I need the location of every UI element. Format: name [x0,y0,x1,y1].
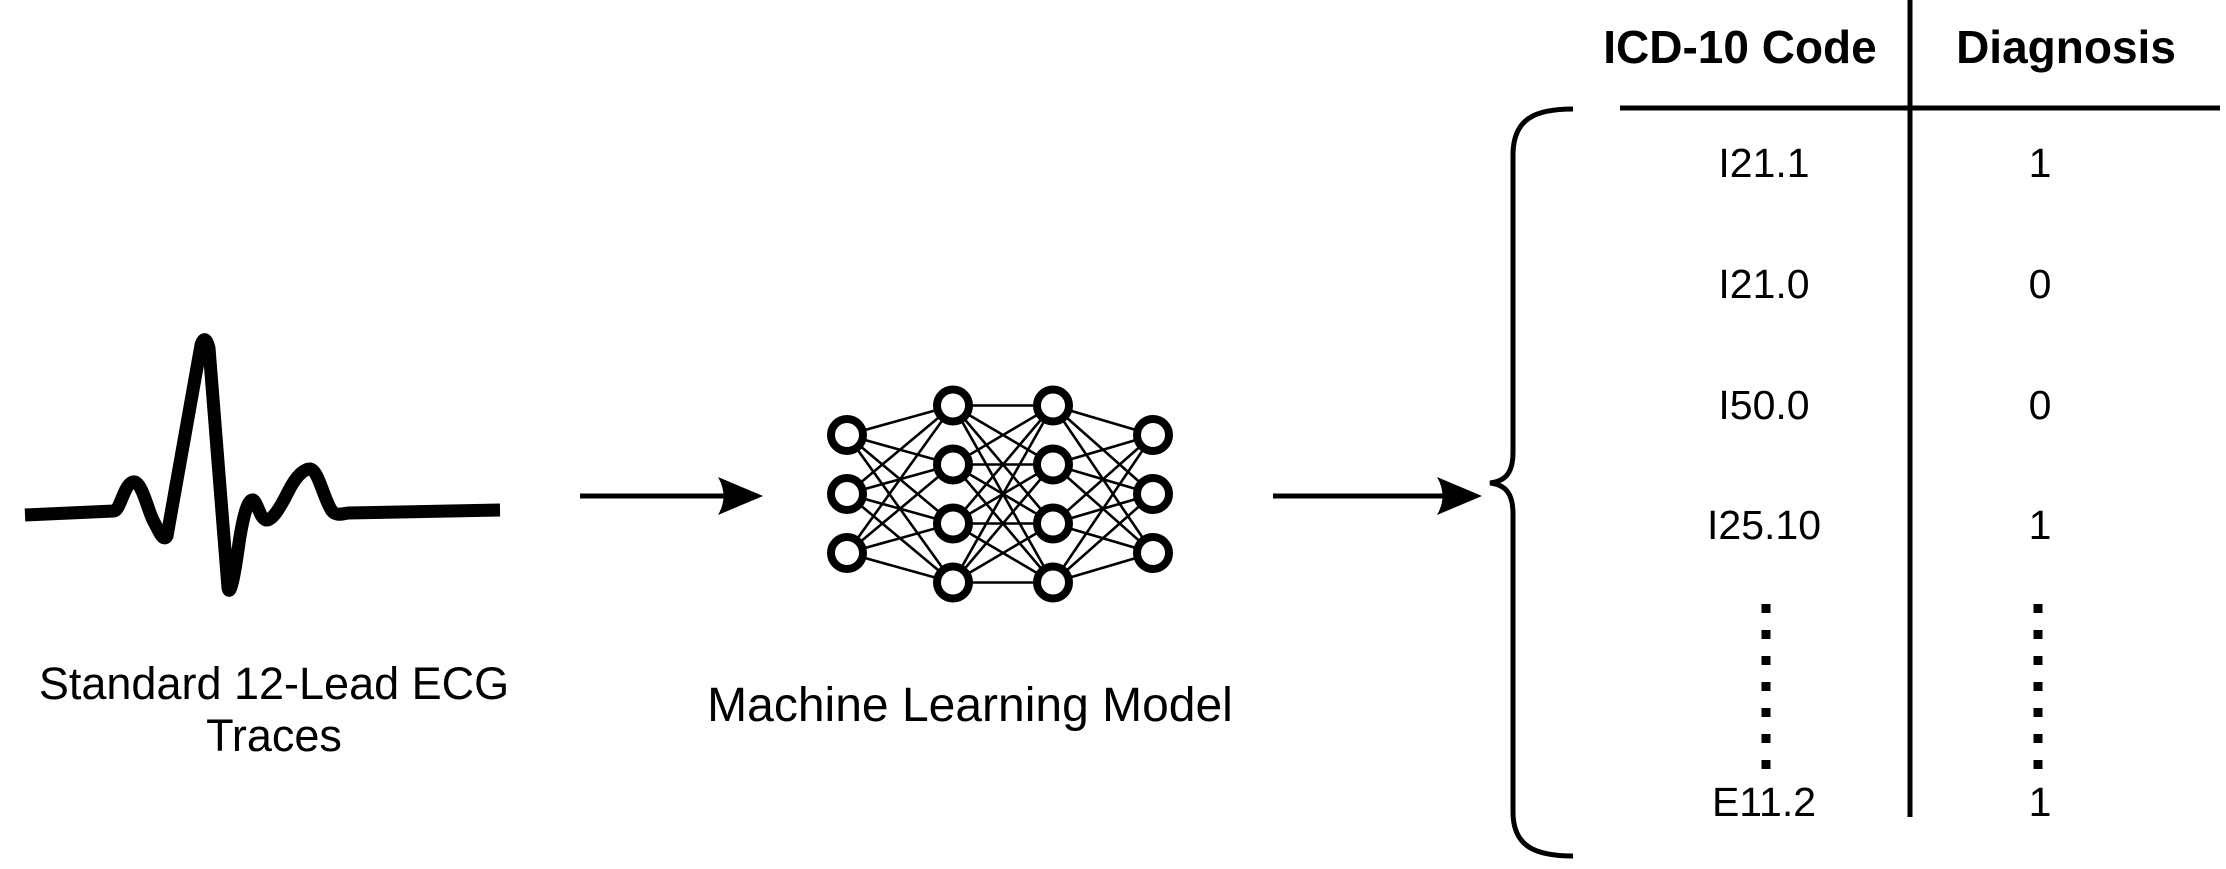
table-cell-code: I21.1 [1718,140,1810,186]
table-cell-diagnosis: 0 [2028,261,2052,307]
ecg-waveform-icon [24,333,501,597]
model-label: Machine Learning Model [707,679,1233,732]
neural-network-icon [827,385,1173,603]
ecg-label: Standard 12-Lead ECG Traces [39,658,509,762]
table-cell-diagnosis: 1 [2028,140,2052,186]
table-cell-code: E11.2 [1711,779,1817,825]
table-cell-code: I50.0 [1718,382,1810,428]
table-header-icd10-code: ICD-10 Code [1603,21,1877,73]
table-header-diagnosis: Diagnosis [1956,21,2176,73]
arrow-ecg-to-model-icon [580,477,763,515]
ecg-label-line1: Standard 12-Lead ECG [38,658,510,709]
table-cell-diagnosis: 0 [2028,382,2052,428]
table-cell-diagnosis: 1 [2028,779,2052,825]
table-cell-diagnosis: 1 [2028,502,2052,548]
arrow-model-to-output-icon [1273,477,1482,515]
table-cell-code: I25.10 [1707,502,1821,548]
table-cell-code: I21.0 [1718,261,1810,307]
curly-brace-icon [1489,106,1574,859]
ecg-label-line2: Traces [206,710,342,761]
